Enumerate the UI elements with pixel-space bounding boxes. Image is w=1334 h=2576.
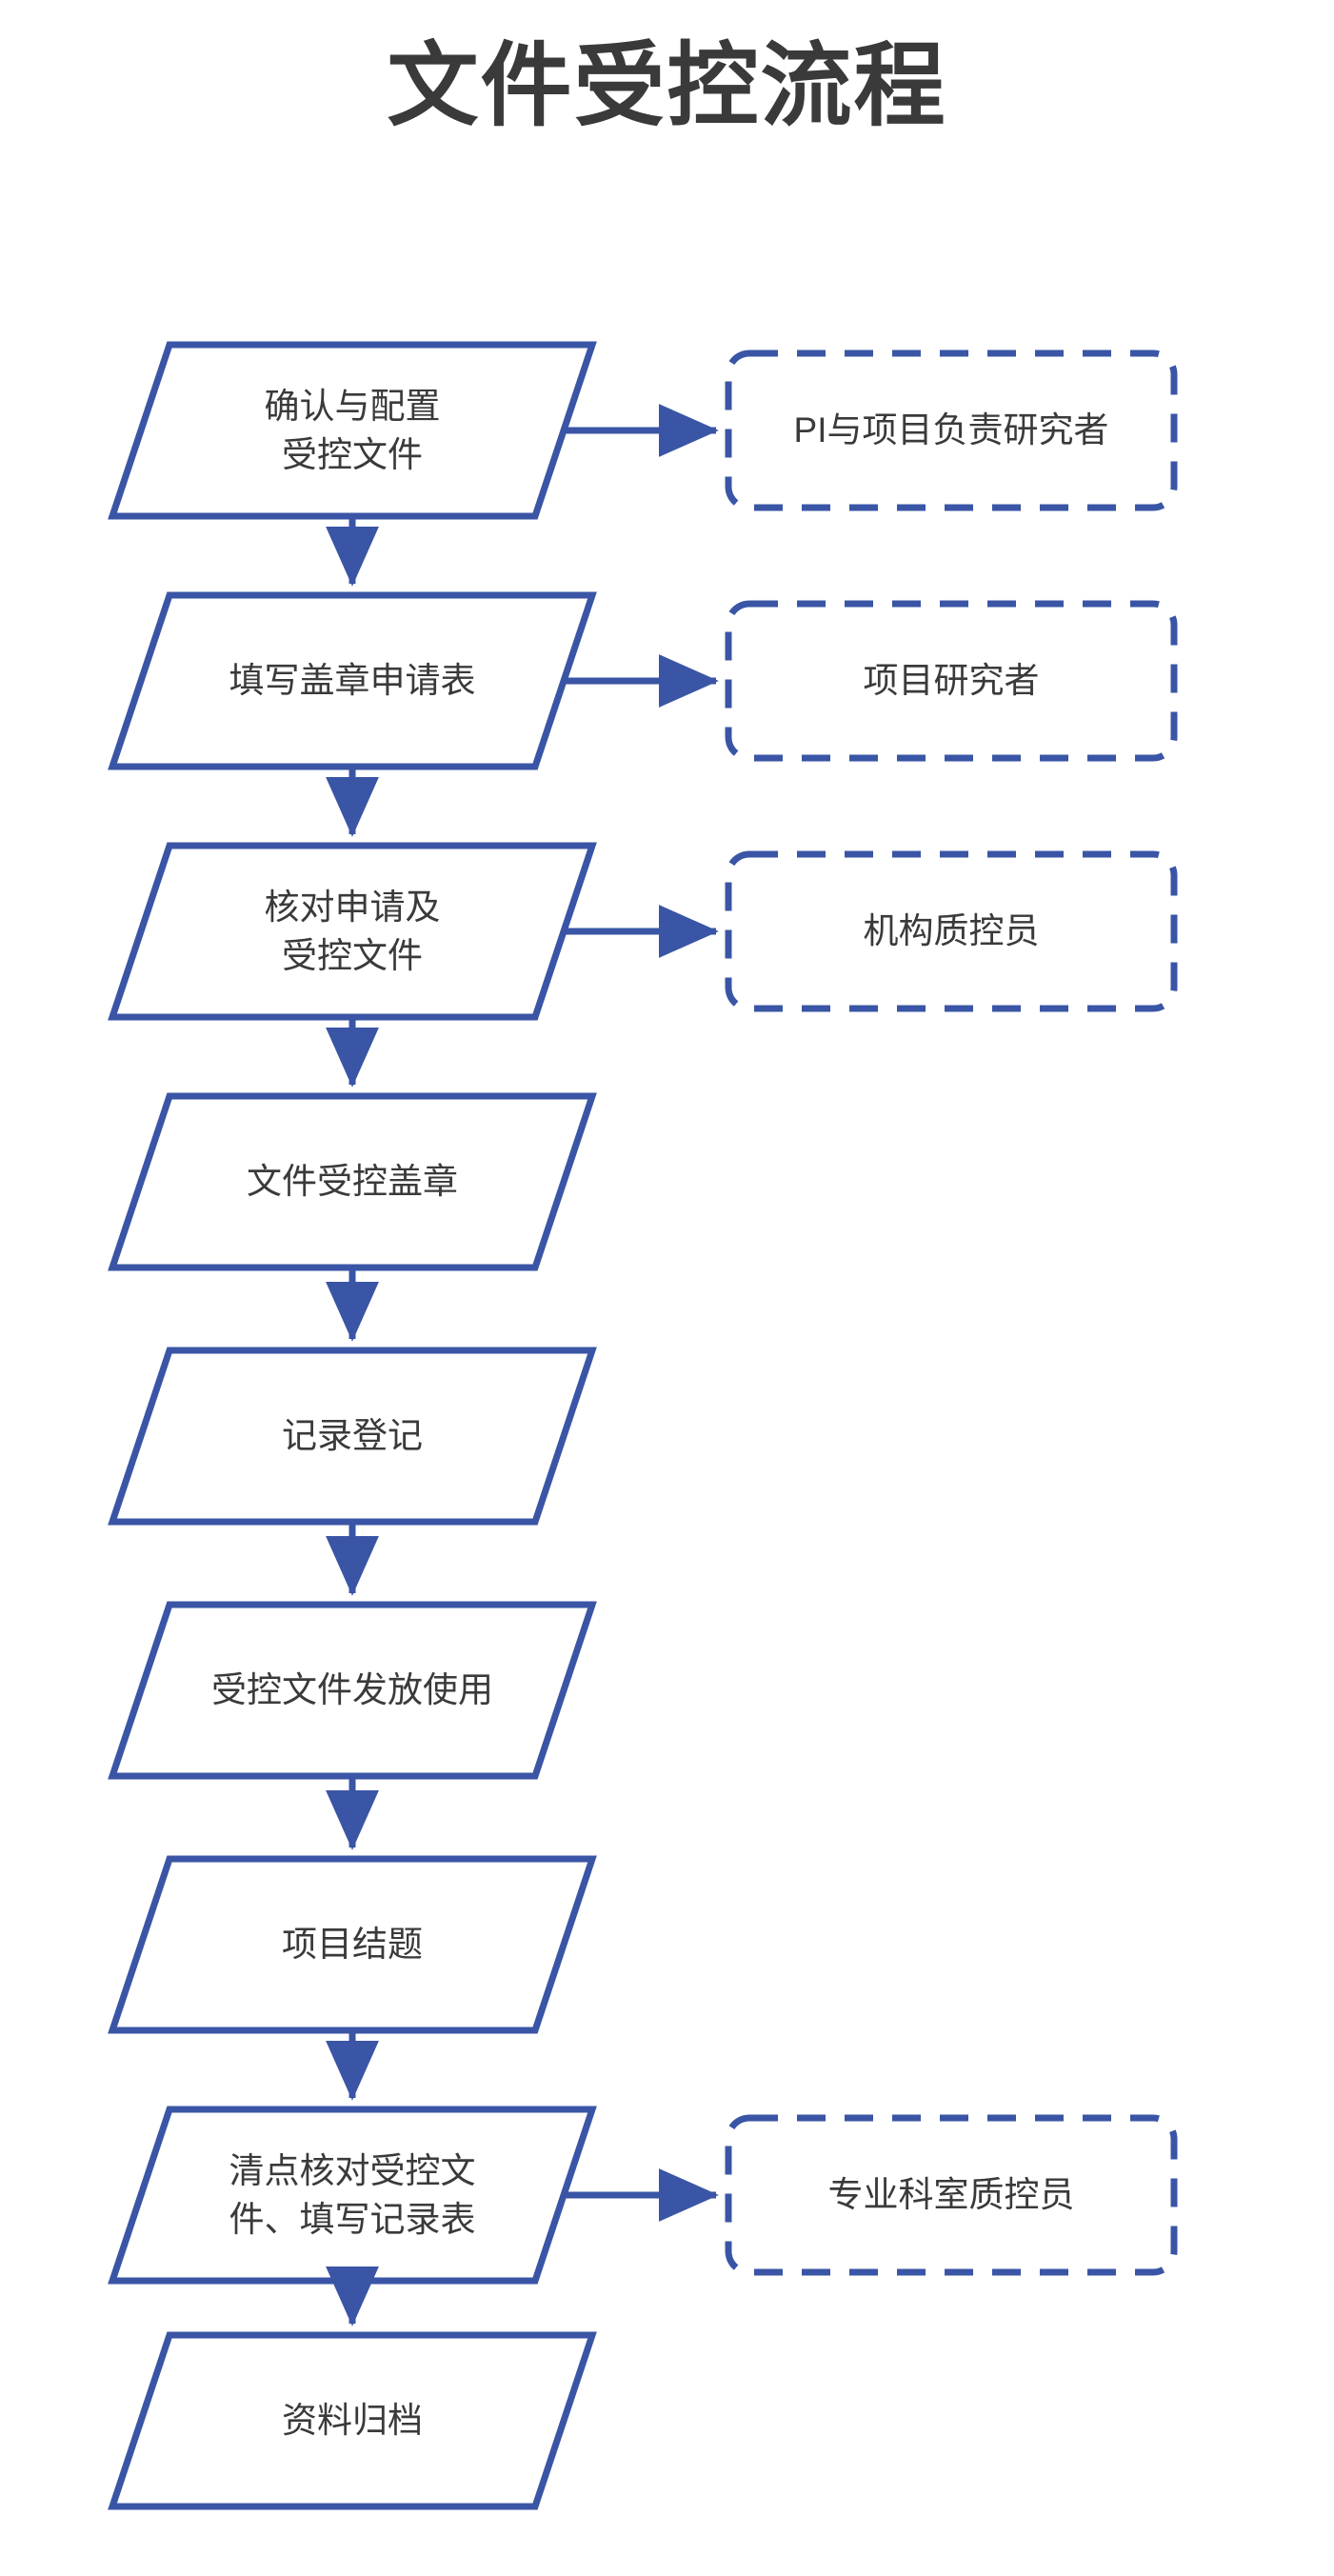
role-label-4: 专业科室质控员 — [827, 2175, 1075, 2215]
step-label-6: 受控文件发放使用 — [211, 1670, 493, 1710]
role-label-1: PI与项目负责研究者 — [793, 410, 1109, 450]
role-label-3: 机构质控员 — [863, 911, 1040, 951]
page-title: 文件受控流程 — [387, 35, 947, 137]
step-label-8: 清点核对受控文 件、填写记录表 — [229, 2150, 476, 2239]
step-label-5: 记录登记 — [282, 1416, 423, 1456]
step-label-1: 确认与配置 受控文件 — [264, 386, 441, 474]
step-label-2: 填写盖章申请表 — [229, 661, 476, 701]
step-label-4: 文件受控盖章 — [247, 1162, 458, 1202]
step-label-7: 项目结题 — [282, 1925, 423, 1965]
role-label-2: 项目研究者 — [863, 661, 1040, 701]
step-label-9: 资料归档 — [282, 2401, 423, 2441]
step-label-3: 核对申请及 受控文件 — [264, 887, 441, 975]
